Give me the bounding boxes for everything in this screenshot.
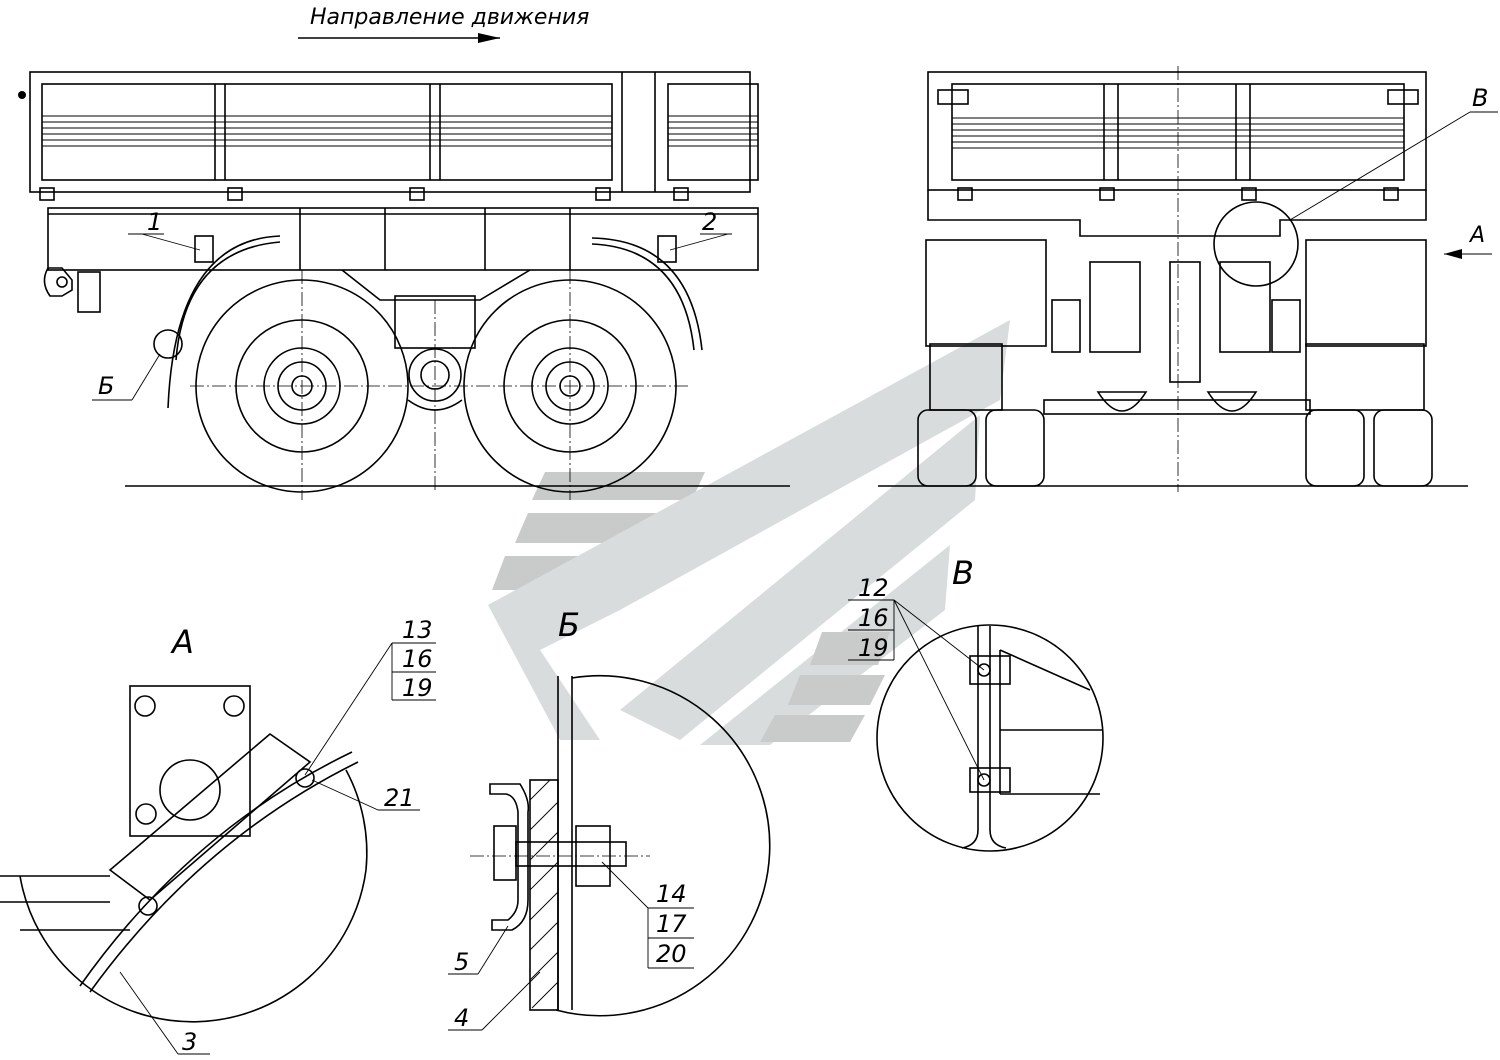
callout-16-a: 16 xyxy=(402,645,433,673)
detail-b-hatch xyxy=(529,779,559,1009)
side-callouts: 1 2 Б xyxy=(92,208,732,401)
callout-5: 5 xyxy=(454,948,469,976)
rear-latches xyxy=(937,89,1419,201)
callout-1: 1 xyxy=(147,208,162,236)
side-latches xyxy=(39,187,689,201)
callout-a-rear: А xyxy=(1468,223,1485,248)
detail-v-callouts: 12 16 19 xyxy=(848,574,985,781)
watermark-logo xyxy=(488,320,1010,745)
detail-v-title: В xyxy=(952,554,974,592)
callout-17: 17 xyxy=(656,910,687,938)
callout-21: 21 xyxy=(384,784,415,812)
detail-b-title: Б xyxy=(558,606,580,644)
rear-view xyxy=(878,66,1468,492)
detail-v: В xyxy=(876,554,1104,852)
callout-13: 13 xyxy=(402,616,433,644)
callout-4: 4 xyxy=(454,1004,469,1032)
rear-slats xyxy=(952,117,1404,149)
side-view xyxy=(18,71,790,500)
direction-arrow-head xyxy=(478,33,500,43)
detail-b-callouts: 14 17 20 5 4 xyxy=(448,861,694,1032)
rear-callouts: В А xyxy=(1289,84,1498,259)
callout-b-side: Б xyxy=(98,372,114,400)
callout-14: 14 xyxy=(656,880,687,908)
callout-19-a: 19 xyxy=(402,674,433,702)
side-slats xyxy=(42,115,758,147)
callout-19-v: 19 xyxy=(858,634,889,662)
callout-v-rear: В xyxy=(1472,84,1488,112)
detail-a: А xyxy=(0,623,368,1023)
callout-20: 20 xyxy=(656,940,687,968)
detail-a-title: А xyxy=(170,623,194,661)
callout-3: 3 xyxy=(182,1028,197,1056)
detail-a-callouts: 13 16 19 21 3 xyxy=(119,616,436,1056)
callout-16-v: 16 xyxy=(858,604,889,632)
direction-header: Направление движения xyxy=(298,5,589,43)
callout-2: 2 xyxy=(702,208,717,236)
detail-b: Б xyxy=(470,606,771,1017)
callout-12: 12 xyxy=(858,574,889,602)
direction-label: Направление движения xyxy=(310,5,589,30)
